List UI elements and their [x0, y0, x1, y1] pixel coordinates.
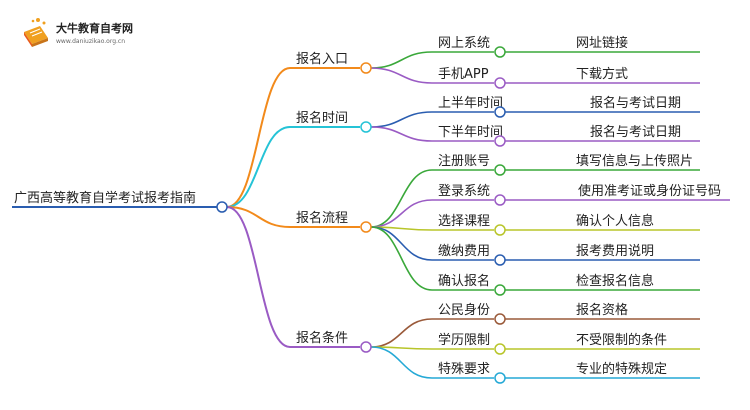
- connector-layer: [12, 51, 730, 379]
- child-node-2-1[interactable]: [494, 194, 506, 206]
- child-label-3-1: 学历限制: [438, 332, 490, 348]
- child-connector-2-1: [370, 199, 433, 228]
- child-label-3-2: 特殊要求: [438, 362, 490, 377]
- leaf-label-2-2: 确认个人信息: [576, 213, 654, 229]
- branch-label-2: 报名流程: [296, 210, 348, 226]
- root-label: 广西高等教育自学考试报考指南: [14, 190, 196, 206]
- branch-connector-1: [226, 126, 291, 208]
- branch-node-2[interactable]: [360, 221, 372, 233]
- leaf-label-3-0: 报名资格: [576, 302, 628, 318]
- child-node-3-2[interactable]: [494, 372, 506, 384]
- branch-label-3: 报名条件: [296, 330, 348, 346]
- child-connector-1-0: [370, 111, 433, 128]
- child-connector-2-3: [370, 226, 433, 261]
- child-node-2-2[interactable]: [494, 224, 506, 236]
- leaf-label-1-0: 报名与考试日期: [590, 95, 681, 111]
- child-label-2-3: 缴纳费用: [438, 244, 490, 259]
- logo: 大牛教育自考网 www.daniuzikao.org.cn: [24, 18, 133, 47]
- child-label-3-0: 公民身份: [438, 302, 490, 318]
- child-label-1-1: 下半年时间: [438, 125, 503, 140]
- child-connector-3-0: [370, 318, 433, 348]
- branch-node-3[interactable]: [360, 341, 372, 353]
- child-node-2-3[interactable]: [494, 254, 506, 266]
- child-label-2-0: 注册账号: [438, 154, 490, 169]
- child-node-1-1[interactable]: [494, 135, 506, 147]
- child-node-2-4[interactable]: [494, 284, 506, 296]
- branch-connector-0: [226, 67, 291, 208]
- child-connector-1-1: [370, 126, 433, 142]
- leaf-label-2-4: 检查报名信息: [576, 273, 654, 289]
- child-label-0-1: 手机APP: [438, 67, 489, 82]
- child-connector-2-0: [370, 169, 433, 228]
- child-connector-3-2: [370, 346, 433, 379]
- logo-name: 大牛教育自考网: [56, 21, 133, 35]
- leaf-label-3-2: 专业的特殊规定: [576, 361, 667, 377]
- child-label-2-2: 选择课程: [438, 214, 490, 229]
- child-connector-0-1: [370, 67, 433, 84]
- logo-url: www.daniuzikao.org.cn: [56, 38, 125, 45]
- leaf-label-2-3: 报考费用说明: [576, 244, 654, 259]
- child-label-2-4: 确认报名: [438, 273, 490, 289]
- branch-node-1[interactable]: [360, 121, 372, 133]
- child-node-3-0[interactable]: [494, 313, 506, 325]
- child-node-0-0[interactable]: [494, 46, 506, 58]
- leaf-label-0-0: 网址链接: [576, 35, 628, 51]
- leaf-label-3-1: 不受限制的条件: [576, 332, 667, 348]
- child-label-1-0: 上半年时间: [438, 96, 503, 111]
- child-connector-2-4: [370, 226, 433, 291]
- leaf-label-2-1: 使用准考证或身份证号码: [578, 183, 721, 199]
- branch-label-1: 报名时间: [296, 110, 348, 126]
- branch-node-0[interactable]: [360, 62, 372, 74]
- child-label-0-0: 网上系统: [438, 36, 490, 51]
- leaf-label-1-1: 报名与考试日期: [590, 124, 681, 140]
- root-node[interactable]: [216, 201, 228, 213]
- branch-connector-2: [226, 206, 291, 228]
- child-label-2-1: 登录系统: [438, 184, 490, 199]
- child-connector-0-0: [370, 51, 433, 69]
- child-node-1-0[interactable]: [494, 106, 506, 118]
- leaf-label-2-0: 填写信息与上传照片: [576, 153, 693, 169]
- book-icon: [24, 18, 48, 47]
- child-node-3-1[interactable]: [494, 343, 506, 355]
- branch-connector-3: [226, 206, 291, 348]
- leaf-label-0-1: 下载方式: [576, 66, 628, 82]
- child-node-0-1[interactable]: [494, 77, 506, 89]
- branch-label-0: 报名入口: [296, 51, 348, 67]
- child-node-2-0[interactable]: [494, 164, 506, 176]
